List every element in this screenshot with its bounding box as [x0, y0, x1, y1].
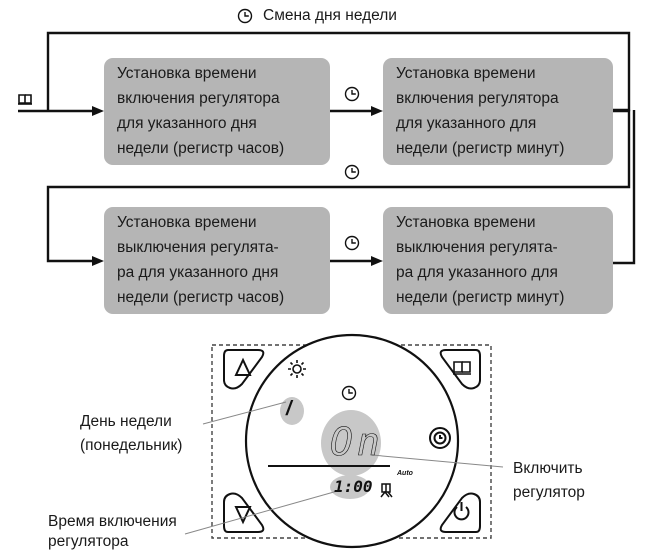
callout-line — [202, 401, 287, 425]
clock-icon — [237, 8, 253, 24]
display-highlight — [321, 410, 381, 476]
up-triangle-icon — [234, 357, 252, 376]
day-label-line1: День недели — [80, 413, 172, 430]
day-label-line2: (понедельник) — [80, 437, 183, 454]
flow-box-off-minutes: Установка времени выключения регулята- р… — [383, 207, 613, 314]
up-button[interactable] — [223, 349, 265, 390]
book-icon — [453, 361, 471, 375]
flow-box-off-hours: Установка времени выключения регулята- р… — [104, 207, 330, 314]
box-line: выключения регулята- — [396, 239, 558, 256]
flow-box-on-hours: Установка времени включения регулятора д… — [104, 58, 330, 165]
timer-icon[interactable] — [429, 427, 451, 449]
callout-line — [371, 454, 504, 468]
time-highlight — [330, 475, 370, 499]
box-line: Установка времени — [117, 65, 257, 82]
loop-caption: Смена дня недели — [263, 7, 397, 24]
display-time: 1:00 — [334, 477, 373, 496]
day-indicator: / — [286, 398, 292, 420]
box-line: включения регулятора — [117, 90, 280, 107]
connector — [46, 109, 631, 263]
box-line: для указанного для — [396, 115, 537, 132]
time-label-line1: Время включения — [48, 513, 177, 530]
power-icon — [453, 502, 470, 521]
loop-line — [46, 31, 631, 112]
box-line: недели (регистр часов) — [117, 140, 285, 157]
sun-icon — [288, 360, 306, 378]
box-line: включения регулятора — [396, 90, 559, 107]
enable-label-line2: регулятор — [513, 484, 585, 501]
box-line: Установка времени — [117, 214, 257, 231]
box-line: Установка времени — [396, 214, 536, 231]
down-triangle-icon — [234, 506, 252, 525]
day-highlight — [280, 397, 304, 425]
book-button[interactable] — [439, 349, 481, 390]
box-line: недели (регистр часов) — [117, 289, 285, 306]
box-line: недели (регистр минут) — [396, 140, 565, 157]
power-button[interactable] — [439, 492, 481, 533]
arrow-head — [371, 106, 383, 116]
down-button[interactable] — [223, 492, 265, 533]
book-icon — [18, 94, 32, 105]
box-line: ра для указанного дня — [117, 264, 279, 281]
enable-label-line1: Включить — [513, 460, 583, 477]
box-line: выключения регулята- — [117, 239, 279, 256]
flow-box-on-minutes: Установка времени включения регулятора д… — [383, 58, 613, 165]
auto-label: Auto — [397, 470, 413, 477]
box-line: Установка времени — [396, 65, 536, 82]
callout-line — [184, 489, 342, 535]
arrow-head — [92, 106, 104, 116]
arrow-head — [371, 256, 383, 266]
box-line: для указанного дня — [117, 115, 257, 132]
program-icon — [380, 483, 393, 498]
box-line: недели (регистр минут) — [396, 289, 565, 306]
box-line: ра для указанного для — [396, 264, 558, 281]
clock-icon — [344, 164, 360, 180]
clock-icon — [344, 235, 360, 251]
connector — [613, 110, 636, 265]
arrow-head — [92, 256, 104, 266]
display-digits: On — [330, 420, 384, 465]
clock-icon — [344, 86, 360, 102]
time-label-line2: регулятора — [48, 533, 129, 550]
